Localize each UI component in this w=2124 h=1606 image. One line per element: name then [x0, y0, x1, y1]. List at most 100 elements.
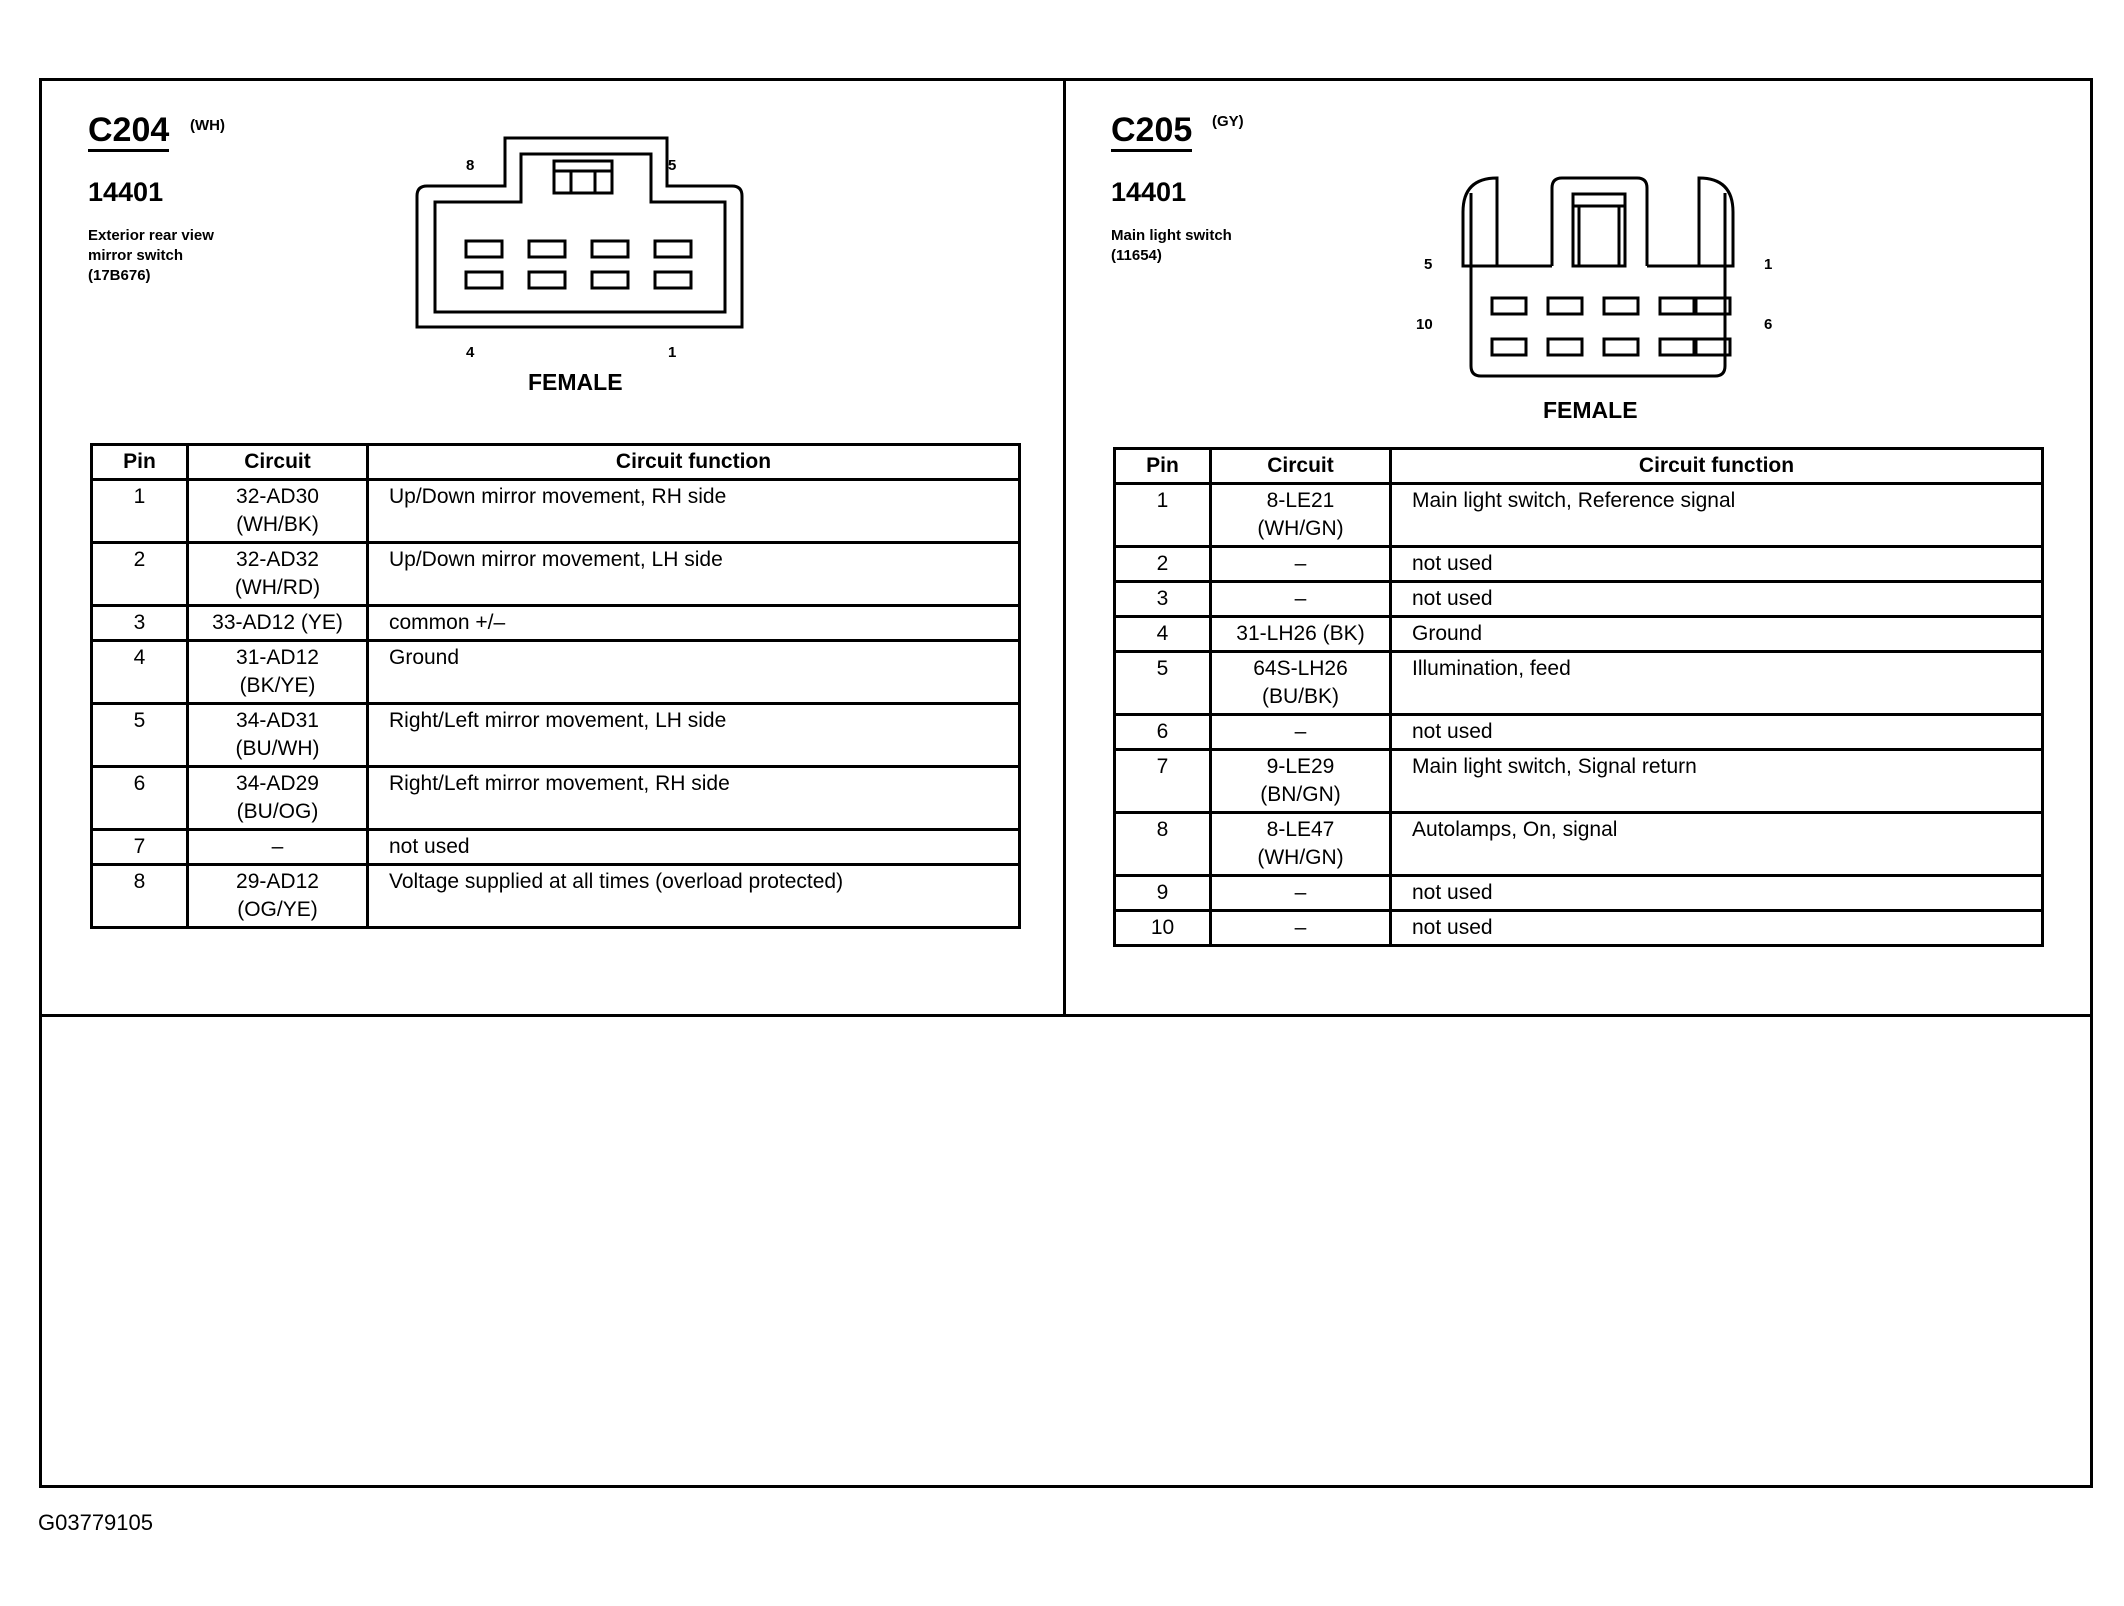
cell-circuit-function: common +/–	[366, 604, 1021, 642]
connector-gender-label: FEMALE	[528, 369, 623, 395]
cell-pin: 5	[1113, 650, 1212, 716]
cell-circuit-function: not used	[366, 828, 1021, 866]
circuit-line: –	[271, 835, 284, 858]
cell-circuit: –	[1209, 874, 1392, 912]
header-circuit: Circuit	[186, 443, 369, 481]
cell-circuit: 8-LE47(WH/GN)	[1209, 811, 1392, 877]
cell-circuit: 33-AD12 (YE)	[186, 604, 369, 642]
circuit-line: (WH/BK)	[236, 513, 319, 536]
pin-label-4: 4	[466, 344, 475, 361]
circuit-line: 33-AD12 (YE)	[212, 611, 343, 634]
table-row: 6–not used	[1113, 713, 2044, 751]
circuit-line: –	[1294, 916, 1307, 939]
table-row: 6 34-AD29 (BU/OG) Right/Left mirror movemen…	[90, 765, 1021, 831]
cell-pin: 5	[90, 702, 189, 768]
pin-label-8: 8	[466, 157, 475, 174]
cell-pin: 8	[1113, 811, 1212, 877]
table-header-row: Pin Circuit Circuit function	[90, 443, 1021, 481]
cell-circuit-function: Voltage supplied at all times (overload …	[366, 863, 1021, 929]
circuit-line: (OG/YE)	[237, 898, 318, 921]
connector-description: Exterior rear view mirror switch (17B676…	[88, 227, 214, 284]
cell-circuit: 32-AD32(WH/RD)	[186, 541, 369, 607]
cell-pin: 9	[1113, 874, 1212, 912]
cell-circuit-function: Main light switch, Reference signal	[1389, 482, 2044, 548]
cell-circuit-function: Main light switch, Signal return	[1389, 748, 2044, 814]
cell-circuit: –	[1209, 580, 1392, 618]
part-number: 14401	[1111, 177, 1187, 207]
cell-pin: 10	[1113, 909, 1212, 947]
cell-pin: 6	[90, 765, 189, 831]
cell-circuit-function: Autolamps, On, signal	[1389, 811, 2044, 877]
cell-pin: 1	[90, 478, 189, 544]
cell-pin: 3	[90, 604, 189, 642]
cell-pin: 3	[1113, 580, 1212, 618]
cell-pin: 2	[1113, 545, 1212, 583]
cell-pin: 2	[90, 541, 189, 607]
circuit-line: (BU/OG)	[236, 800, 319, 823]
panel-divider-horizontal	[39, 1014, 2093, 1017]
table-row: 3–not used	[1113, 580, 2044, 618]
cell-circuit: 32-AD30(WH/BK)	[186, 478, 369, 544]
circuit-line: –	[1294, 552, 1307, 575]
header-circuit-function: Circuit function	[366, 443, 1021, 481]
connector-face-diagram	[1461, 176, 1735, 378]
header-pin: Pin	[1113, 447, 1212, 485]
cell-circuit-function: Illumination, feed	[1389, 650, 2044, 716]
circuit-line: 64S-LH26	[1253, 657, 1348, 680]
circuit-line: 8-LE47	[1266, 818, 1335, 841]
table-row: 1 8-LE21 (WH/GN) Main light switch, Referen…	[1113, 482, 2044, 548]
cell-circuit: –	[1209, 713, 1392, 751]
connector-face-diagram	[415, 136, 744, 329]
panel-divider-vertical	[1063, 78, 1066, 1017]
circuit-line: (BK/YE)	[239, 674, 316, 697]
pin-label-5: 5	[668, 157, 677, 174]
connector-id: C204	[88, 113, 170, 152]
cell-pin: 1	[1113, 482, 1212, 548]
table-row: 10–not used	[1113, 909, 2044, 947]
connector-panel-c205: C205 (GY) 14401 Main light switch (11654…	[1066, 81, 2090, 1014]
cell-pin: 4	[90, 639, 189, 705]
header-pin: Pin	[90, 443, 189, 481]
circuit-line: 8-LE21	[1266, 489, 1335, 512]
circuit-line: 31-AD12	[236, 646, 319, 669]
cell-pin: 7	[1113, 748, 1212, 814]
cell-circuit: 34-AD29 (BU/OG)	[186, 765, 369, 831]
table-row: 7–not used	[90, 828, 1021, 866]
cell-circuit: 8-LE21 (WH/GN)	[1209, 482, 1392, 548]
table-row: 2–not used	[1113, 545, 2044, 583]
cell-circuit: 31-LH26 (BK)	[1209, 615, 1392, 653]
cell-circuit-function: Right/Left mirror movement, RH side	[366, 765, 1021, 831]
table-row: 9–not used	[1113, 874, 2044, 912]
circuit-line: (BU/WH)	[235, 737, 320, 760]
pin-label-1: 1	[1764, 256, 1773, 273]
connector-color: (WH)	[190, 117, 225, 134]
cell-circuit-function: Up/Down mirror movement, LH side	[366, 541, 1021, 607]
circuit-line: –	[1294, 881, 1307, 904]
circuit-line: 34-AD31	[236, 709, 319, 732]
pin-label-5: 5	[1424, 256, 1433, 273]
cell-circuit: 9-LE29(BN/GN)	[1209, 748, 1392, 814]
pin-label-1: 1	[668, 344, 677, 361]
cell-circuit: –	[186, 828, 369, 866]
cell-circuit-function: Ground	[366, 639, 1021, 705]
connector-panel-c204: C204 (WH) 14401 Exterior rear view mirro…	[42, 81, 1063, 1014]
circuit-line: (WH/GN)	[1257, 517, 1344, 540]
cell-pin: 8	[90, 863, 189, 929]
cell-circuit: 31-AD12 (BK/YE)	[186, 639, 369, 705]
connector-id: C205	[1111, 113, 1193, 152]
circuit-line: 34-AD29	[236, 772, 319, 795]
cell-pin: 4	[1113, 615, 1212, 653]
cell-circuit: 34-AD31 (BU/WH)	[186, 702, 369, 768]
part-number: 14401	[88, 177, 164, 207]
table-row: 4 31-AD12 (BK/YE) Ground	[90, 639, 1021, 705]
connector-description: Main light switch (11654)	[1111, 227, 1232, 264]
connector-color: (GY)	[1212, 113, 1244, 130]
